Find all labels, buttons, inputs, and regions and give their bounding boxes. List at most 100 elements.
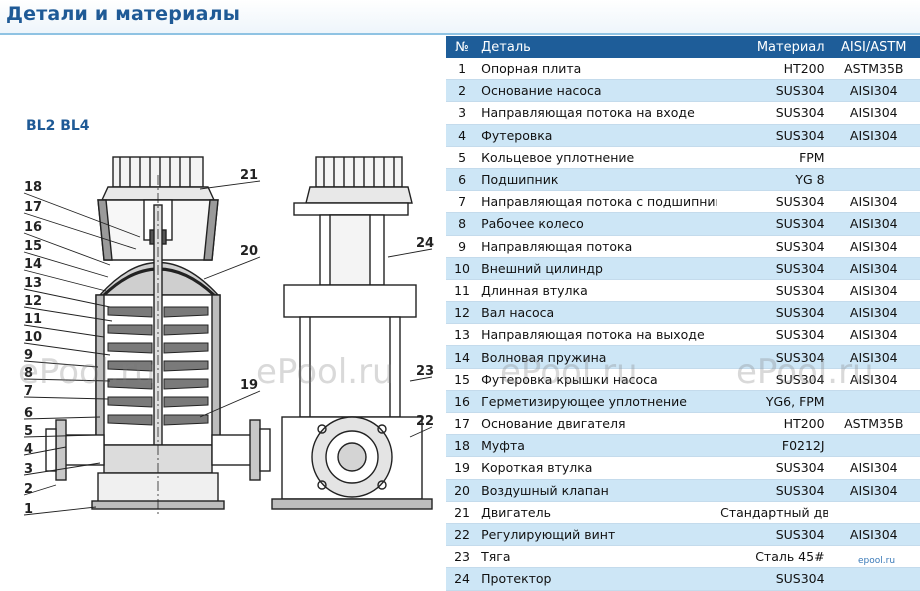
cell-number: 7 — [446, 190, 479, 214]
page-header: Детали и материалы — [0, 0, 920, 35]
callout-3: 3 — [24, 462, 33, 477]
callout-9: 9 — [24, 348, 33, 363]
cell-material: F0212J — [717, 434, 828, 458]
corner-logo: epool.ru — [858, 556, 896, 566]
cell-standard: AISI304 — [827, 235, 920, 258]
cell-number: 24 — [446, 567, 479, 591]
pump-cross-section-svg: 18 17 16 15 14 13 12 11 10 9 8 7 6 5 4 3… — [23, 156, 434, 517]
cell-number: 11 — [446, 279, 479, 303]
cell-material: Сталь 45# — [717, 545, 828, 569]
callout-5: 5 — [24, 424, 33, 439]
cell-material: SUS304 — [717, 567, 828, 591]
cell-number: 17 — [446, 412, 479, 436]
col-header-number: № — [446, 36, 479, 58]
cell-part: Длинная втулка — [478, 279, 718, 303]
callout-14: 14 — [24, 257, 42, 272]
cell-standard: AISI304 — [827, 212, 920, 236]
cell-number: 16 — [446, 390, 479, 414]
callout-15: 15 — [24, 239, 42, 254]
cell-standard: AISI304 — [827, 456, 920, 480]
cell-standard — [827, 434, 920, 458]
cell-material: SUS304 — [717, 190, 828, 214]
cell-number: 19 — [446, 456, 479, 480]
cell-number: 23 — [446, 545, 479, 569]
callout-19: 19 — [240, 378, 258, 393]
cell-part: Направляющая потока на входе — [478, 101, 718, 125]
table-header-row: № Деталь Материал AISI/ASTM — [446, 36, 920, 58]
cell-material: HT200 — [717, 412, 828, 436]
cell-standard: AISI304 — [827, 345, 920, 369]
cell-number: 18 — [446, 434, 479, 458]
cell-part: Опорная плита — [478, 58, 718, 81]
cell-standard — [827, 168, 920, 192]
side-view — [271, 156, 433, 510]
callout-1: 1 — [24, 502, 33, 517]
cell-part: Муфта — [478, 434, 718, 458]
cell-material: SUS304 — [717, 323, 828, 347]
cell-part: Регулирующий винт — [478, 523, 718, 547]
cell-standard: AISI304 — [827, 479, 920, 502]
callout-23: 23 — [416, 364, 434, 379]
cell-standard — [827, 146, 920, 169]
cell-part: Подшипник — [478, 168, 718, 192]
callout-2: 2 — [24, 482, 33, 497]
callout-17: 17 — [24, 200, 42, 215]
callout-21: 21 — [240, 168, 258, 183]
cell-material: SUS304 — [717, 368, 828, 391]
cell-part: Волновая пружина — [478, 345, 718, 369]
col-header-part: Деталь — [478, 36, 718, 58]
cell-standard: AISI304 — [827, 79, 920, 103]
cell-standard: AISI304 — [827, 101, 920, 125]
cell-material: SUS304 — [717, 523, 828, 547]
cell-part: Футеровка крышки насоса — [478, 368, 718, 391]
cell-part: Основание насоса — [478, 79, 718, 103]
cell-material: SUS304 — [717, 257, 828, 280]
callout-12: 12 — [24, 294, 42, 309]
col-header-standard: AISI/ASTM — [827, 36, 920, 58]
cell-standard: AISI304 — [827, 279, 920, 303]
cell-part: Кольцевое уплотнение — [478, 146, 718, 169]
cell-part: Внешний цилиндр — [478, 257, 718, 280]
cell-standard: AISI304 — [827, 124, 920, 147]
cell-standard: ASTM35B — [827, 412, 920, 436]
cell-part: Основание двигателя — [478, 412, 718, 436]
cell-material: SUS304 — [717, 235, 828, 258]
cell-standard — [827, 390, 920, 414]
callout-13: 13 — [24, 276, 42, 291]
cell-standard: AISI304 — [827, 323, 920, 347]
callout-4: 4 — [24, 442, 33, 457]
cell-material: SUS304 — [717, 101, 828, 125]
cell-material: YG6, FPM — [717, 390, 828, 414]
callout-24: 24 — [416, 236, 434, 251]
cell-number: 20 — [446, 479, 479, 502]
cell-standard: AISI304 — [827, 523, 920, 547]
cell-material: SUS304 — [717, 345, 828, 369]
cell-material: SUS304 — [717, 479, 828, 502]
callout-20: 20 — [240, 244, 258, 259]
cell-number: 22 — [446, 523, 479, 547]
cell-part: Футеровка — [478, 124, 718, 147]
cell-number: 13 — [446, 323, 479, 347]
cell-standard: AISI304 — [827, 368, 920, 391]
